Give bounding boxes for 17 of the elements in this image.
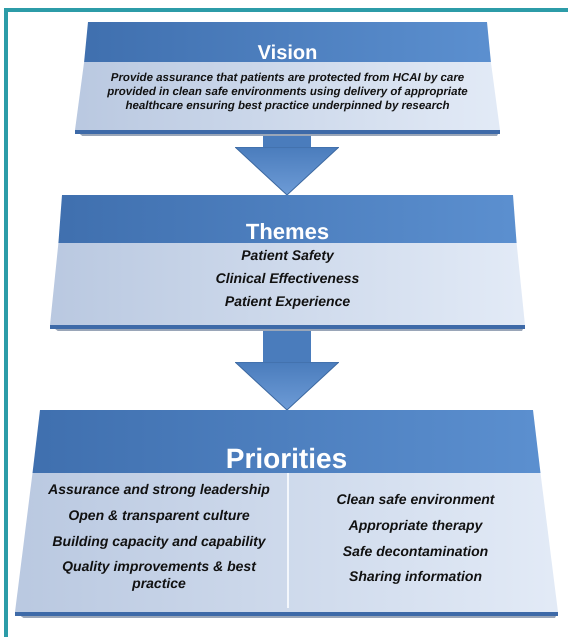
list-item: Clean safe environment (336, 491, 496, 508)
list-item: Open & transparent culture (67, 506, 251, 524)
list-item: Sharing information (348, 568, 483, 586)
list-item: Building capacity and capability (51, 532, 267, 550)
block-arrow (234, 134, 340, 196)
block-arrow (234, 329, 340, 410)
block-heading: Themes (244, 218, 330, 243)
list-item: Safe decontamination (342, 542, 490, 560)
list-item: Clinical Effectiveness (214, 270, 360, 287)
block-heading: Priorities (224, 442, 348, 473)
description-text: Provide assurance that patients are protected from HCAI by care provided in clean safe environments using delivery of appropriate healthcare ensuring best practice underpinned by research (106, 72, 469, 114)
list-item: Assurance and strong leadership (47, 481, 271, 498)
block-heading: Vision (256, 41, 318, 62)
list-item: Appropriate therapy (348, 516, 484, 534)
list-item: Patient Safety (240, 247, 336, 264)
list-item: Quality improvements & best practice (61, 558, 258, 592)
list-item: Patient Experience (224, 292, 352, 310)
